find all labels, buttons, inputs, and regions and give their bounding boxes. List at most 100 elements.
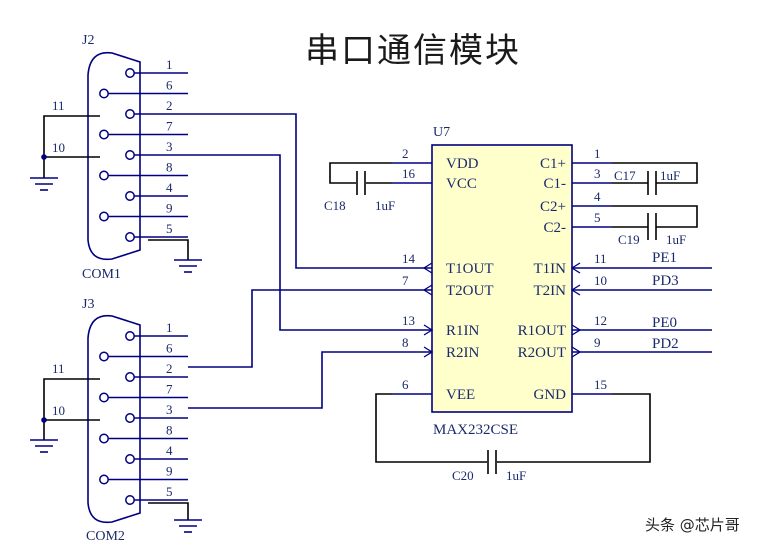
schematic-title: 串口通信模块 — [305, 31, 521, 71]
chip-body — [431, 144, 573, 413]
connector-pin-socket — [99, 170, 109, 181]
connector-pin-socket — [99, 88, 109, 99]
chip-pin-name: VCC — [446, 176, 477, 192]
junction-dot — [41, 417, 47, 423]
connector-pin-socket — [99, 474, 109, 485]
capacitor-ref: C19 — [618, 232, 640, 247]
chip-pin-name: C2- — [544, 220, 567, 236]
ground-symbol — [30, 439, 58, 453]
connector-pin-socket — [125, 150, 135, 160]
net-label: PE1 — [652, 250, 677, 266]
connector-pin-socket — [125, 109, 135, 119]
connector-pin-number: 8 — [166, 423, 173, 438]
connector-pin-socket — [125, 372, 135, 382]
connector-pin-number: 9 — [166, 201, 173, 216]
net-label: PD2 — [652, 336, 679, 352]
shield-pin-label: 11 — [52, 361, 65, 376]
connector-pin-socket — [99, 129, 109, 140]
capacitor-c18: C18 1uF — [324, 162, 395, 213]
connector-ref: J2 — [82, 33, 94, 48]
chip-pin-number: 13 — [402, 313, 415, 328]
connector-pin-number: 9 — [166, 464, 173, 479]
dsub-shell — [87, 51, 141, 261]
junction-dot — [41, 154, 47, 160]
chip-pin-name: T1IN — [534, 261, 567, 277]
net-labels: PE1 PD3 PE0 PD2 — [652, 250, 679, 352]
capacitor-ref: C20 — [452, 468, 474, 483]
ground-wire — [148, 239, 189, 260]
capacitor-value: 1uF — [666, 232, 686, 247]
chip-pin-name: C2+ — [540, 199, 566, 215]
connector-pin-number: 7 — [166, 119, 173, 134]
connector-pin-number: 6 — [166, 341, 173, 356]
chip-pin-number: 4 — [594, 189, 601, 204]
pin-direction-arrow — [422, 262, 433, 274]
connector-pin-socket — [99, 351, 109, 362]
connector-pin-socket — [125, 413, 135, 423]
capacitor-c20: C20 1uF — [375, 393, 651, 483]
capacitor-value: 1uF — [375, 198, 395, 213]
pin-direction-arrow — [570, 262, 581, 274]
connector-pin-number: 3 — [166, 139, 173, 154]
watermark: 头条 @芯片哥 — [645, 516, 740, 534]
shield-pin-label: 11 — [52, 98, 65, 113]
chip-pin-name: R1IN — [446, 323, 480, 339]
shield-wire — [43, 115, 100, 158]
pin-direction-arrow — [423, 324, 434, 336]
chip-pin-number: 1 — [594, 146, 601, 161]
capacitor-ref: C18 — [324, 198, 346, 213]
chip-pin-number: 8 — [402, 335, 409, 350]
capacitor-value: 1uF — [660, 168, 680, 183]
connector-pin-number: 1 — [166, 320, 173, 335]
connector-pin-number: 4 — [166, 443, 173, 458]
chip-pin-name: T2OUT — [446, 283, 494, 299]
chip-pin-name: R1OUT — [518, 323, 566, 339]
chip-pin-name: R2OUT — [518, 345, 566, 361]
chip-pin-number: 9 — [594, 335, 601, 350]
chip-part-number: MAX232CSE — [433, 422, 518, 438]
chip-pin-number: 15 — [594, 377, 607, 392]
connector-pin-number: 1 — [166, 57, 173, 72]
pin-direction-arrow — [571, 324, 582, 336]
connector-name: COM1 — [82, 267, 121, 282]
connector-pin-socket — [99, 392, 109, 403]
chip-pin-number: 6 — [402, 377, 409, 392]
chip-pin-name: R2IN — [446, 345, 480, 361]
shield-pin-label: 10 — [52, 140, 65, 155]
pin-direction-arrow — [570, 284, 581, 296]
connector-name: COM2 — [86, 529, 125, 544]
ground-wire — [148, 502, 189, 520]
chip-ref: U7 — [433, 125, 450, 140]
shield-wire — [43, 378, 100, 421]
connector-pin-socket — [99, 211, 109, 222]
connector-pin-number: 5 — [166, 484, 173, 499]
chip-pin-name: T2IN — [534, 283, 567, 299]
connector-pin-number: 3 — [166, 402, 173, 417]
chip-pin-number: 14 — [402, 251, 416, 266]
dsub-shell — [87, 314, 141, 524]
chip-pin-number: 7 — [402, 273, 409, 288]
interconnect-wires — [188, 113, 712, 409]
ground-symbol — [30, 177, 58, 191]
capacitor-c17: C17 1uF — [612, 162, 698, 195]
chip-pin-number: 16 — [402, 166, 416, 181]
chip-pin-number: 3 — [594, 166, 601, 181]
connector-pin-number: 2 — [166, 98, 173, 113]
chip-pin-number: 11 — [594, 251, 607, 266]
ground-symbol — [174, 519, 202, 533]
connector-pin-socket — [125, 191, 135, 201]
shield-pin-label: 10 — [52, 403, 65, 418]
pin-direction-arrow — [422, 284, 433, 296]
connector-ref: J3 — [82, 297, 94, 312]
connector-pin-number: 5 — [166, 221, 173, 236]
connector-pin-socket — [125, 331, 135, 341]
chip-pin-name: C1+ — [540, 156, 566, 172]
connector-pin-socket — [125, 495, 135, 505]
chip-pin-number: 5 — [594, 210, 601, 225]
connector-pin-number: 2 — [166, 361, 173, 376]
net-label: PD3 — [652, 273, 679, 289]
chip-pin-name: VEE — [446, 387, 475, 403]
